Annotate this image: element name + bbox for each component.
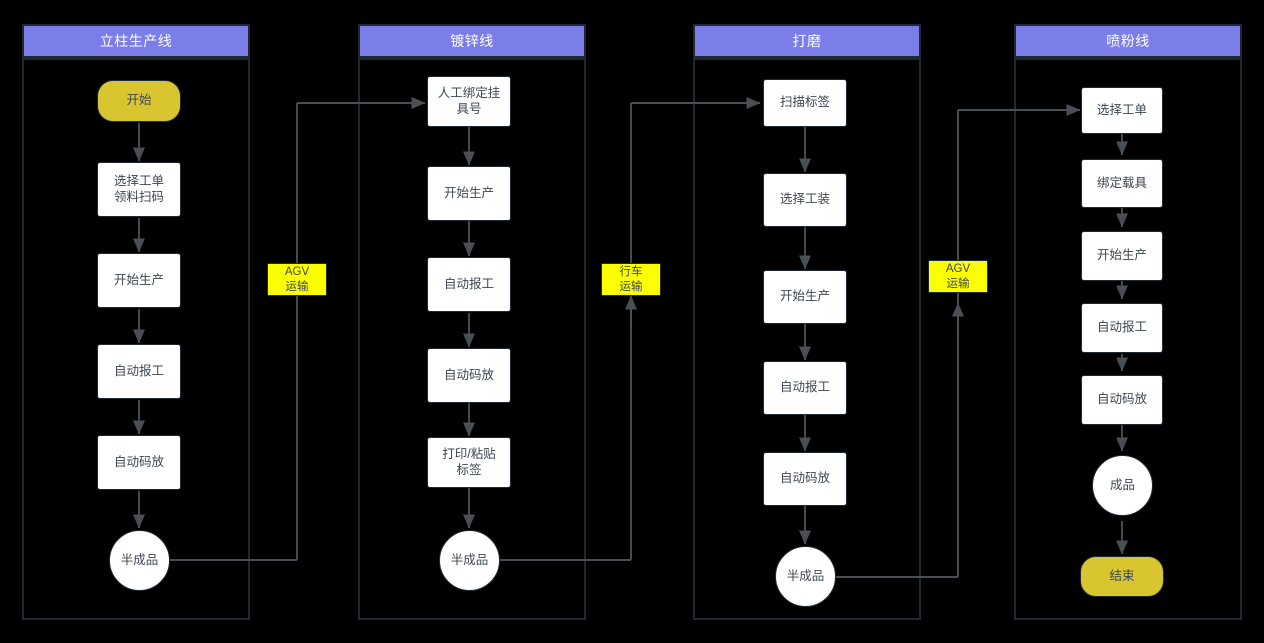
node-select-order-scan[interactable]: 选择工单 领料扫码	[97, 162, 181, 217]
transport-badge-agv-2[interactable]: AGV 运输	[928, 260, 988, 293]
transport-label-line2: 运输	[285, 280, 309, 293]
node-start[interactable]: 开始	[97, 80, 181, 122]
node-label: 半成品	[120, 552, 159, 567]
node-auto-report-2[interactable]: 自动报工	[427, 257, 511, 312]
node-label: 结束	[1109, 568, 1135, 583]
swimlane-header-powder[interactable]: 喷粉线	[1014, 24, 1242, 58]
node-semi-finished-3[interactable]: 半成品	[775, 546, 836, 607]
node-end[interactable]: 结束	[1080, 556, 1164, 597]
node-print-paste-label[interactable]: 打印/粘贴 标签	[427, 437, 511, 488]
transport-badge-agv-1[interactable]: AGV 运输	[267, 263, 327, 296]
node-manual-bind-hanger[interactable]: 人工绑定挂 具号	[427, 76, 511, 127]
node-start-production-2[interactable]: 开始生产	[427, 166, 511, 221]
node-semi-finished-1[interactable]: 半成品	[109, 530, 170, 591]
node-select-order-4[interactable]: 选择工单	[1081, 87, 1163, 134]
node-label: 自动报工	[443, 276, 494, 291]
node-auto-report-1[interactable]: 自动报工	[97, 344, 181, 399]
swimlane-title: 打磨	[792, 33, 822, 49]
node-label: 半成品	[450, 552, 489, 567]
transport-label-line1: 行车	[619, 266, 643, 279]
transport-label-line1: AGV	[284, 266, 310, 279]
node-label: 绑定载具	[1096, 175, 1147, 190]
swimlane-galvanizing	[358, 58, 586, 620]
node-label: 自动报工	[1096, 320, 1147, 335]
node-finished-product[interactable]: 成品	[1092, 455, 1153, 516]
swimlane-header-galvanizing[interactable]: 镀锌线	[358, 24, 586, 58]
swimlane-header-pillar[interactable]: 立柱生产线	[22, 24, 250, 58]
node-label: 开始生产	[779, 289, 830, 304]
transport-label-line2: 运输	[946, 277, 970, 290]
node-start-production-1[interactable]: 开始生产	[97, 253, 181, 308]
node-label: 自动码放	[443, 367, 494, 382]
node-auto-stacking-1[interactable]: 自动码放	[97, 435, 181, 490]
node-label: 打印/粘贴 标签	[442, 446, 496, 477]
node-label: 开始生产	[113, 272, 164, 287]
node-auto-report-3[interactable]: 自动报工	[763, 361, 847, 415]
swimlane-title: 立柱生产线	[99, 33, 173, 49]
node-auto-stacking-2[interactable]: 自动码放	[427, 348, 511, 403]
node-start-production-4[interactable]: 开始生产	[1081, 231, 1163, 281]
node-label: 自动码放	[779, 471, 830, 486]
transport-badge-crane[interactable]: 行车 运输	[601, 263, 661, 296]
swimlane-title: 镀锌线	[450, 33, 494, 49]
node-label: 选择工单	[1096, 102, 1147, 117]
transport-label-line2: 运输	[619, 280, 643, 293]
node-label: 自动码放	[1096, 392, 1147, 407]
swimlane-title: 喷粉线	[1106, 33, 1150, 49]
node-auto-stacking-4[interactable]: 自动码放	[1081, 375, 1163, 425]
node-auto-report-4[interactable]: 自动报工	[1081, 303, 1163, 353]
node-select-tooling[interactable]: 选择工装	[763, 173, 847, 227]
node-label: 自动报工	[779, 380, 830, 395]
node-label: 人工绑定挂 具号	[437, 85, 501, 116]
node-bind-carrier[interactable]: 绑定载具	[1081, 159, 1163, 208]
node-label: 选择工装	[779, 192, 830, 207]
swimlane-grinding	[693, 58, 921, 620]
node-auto-stacking-3[interactable]: 自动码放	[763, 452, 847, 506]
node-label: 自动码放	[113, 454, 164, 469]
swimlane-pillar	[22, 58, 250, 620]
node-label: 半成品	[786, 568, 825, 583]
node-label: 开始	[126, 93, 152, 108]
node-scan-label[interactable]: 扫描标签	[763, 79, 847, 127]
node-semi-finished-2[interactable]: 半成品	[439, 530, 500, 591]
swimlane-header-grinding[interactable]: 打磨	[693, 24, 921, 58]
node-label: 开始生产	[443, 185, 494, 200]
swimlane-powder	[1014, 58, 1242, 620]
node-start-production-3[interactable]: 开始生产	[763, 270, 847, 324]
node-label: 自动报工	[113, 363, 164, 378]
transport-label-line1: AGV	[945, 263, 971, 276]
node-label: 扫描标签	[779, 95, 830, 110]
node-label: 成品	[1109, 477, 1135, 492]
node-label: 选择工单 领料扫码	[113, 173, 164, 204]
node-label: 开始生产	[1096, 248, 1147, 263]
